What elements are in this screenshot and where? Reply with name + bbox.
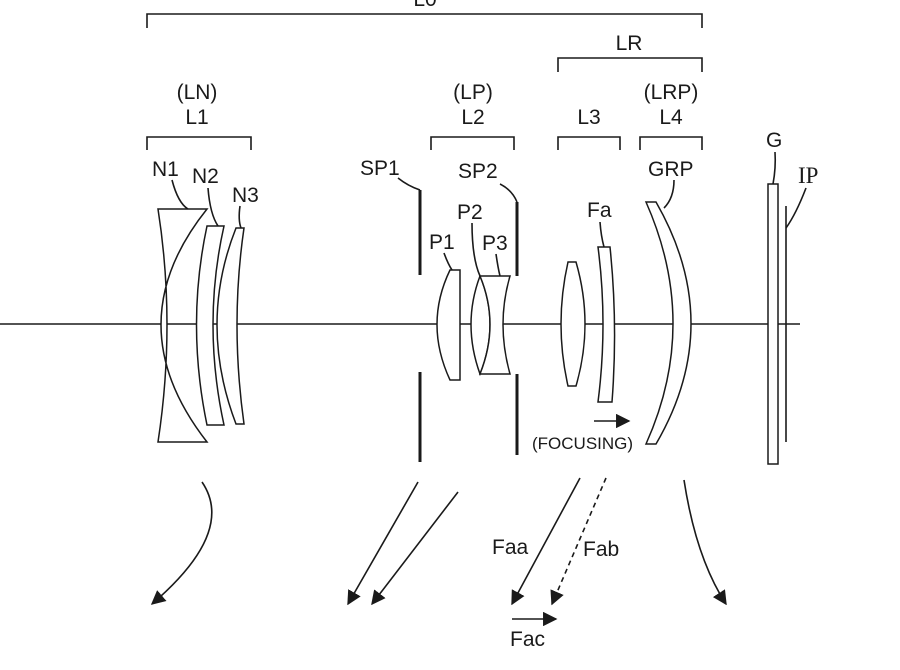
label-p2: P2 (457, 201, 483, 224)
bracket-lr (557, 57, 703, 72)
lens-n1 (157, 208, 209, 443)
label-p1: P1 (429, 231, 455, 254)
label-l3: L3 (577, 106, 600, 129)
label-l0: L0 (413, 0, 436, 11)
label-l4: L4 (659, 106, 683, 129)
lens-n3 (216, 227, 245, 425)
leader-g (772, 151, 777, 185)
label-g: G (766, 129, 782, 152)
label-sp2: SP2 (458, 160, 498, 183)
movement-arrow-l2 (371, 491, 459, 606)
leader-n2 (207, 187, 219, 227)
bracket-l0 (146, 13, 703, 28)
lens-grp (644, 201, 692, 445)
lens-l3 (560, 261, 586, 387)
movement-arrow-l1 (150, 481, 213, 605)
label-lp: (LP) (453, 81, 493, 104)
label-faa: Faa (492, 536, 529, 559)
label-fa: Fa (587, 199, 612, 222)
label-l1: L1 (185, 106, 208, 129)
leader-p2 (471, 222, 481, 277)
label-sp1: SP1 (360, 157, 400, 180)
leader-grp (663, 179, 675, 209)
lens-fa (597, 246, 616, 403)
leader-p3 (495, 253, 501, 277)
label-n3: N3 (232, 184, 259, 207)
leader-ip (785, 187, 807, 229)
label-n2: N2 (192, 165, 219, 188)
bracket-l1 (146, 136, 252, 150)
lens-n2 (195, 225, 225, 426)
leader-fa (599, 221, 605, 248)
leader-sp1 (397, 177, 421, 191)
movement-arrow-l4 (683, 479, 727, 606)
label-focusing: (FOCUSING) (532, 434, 633, 453)
leader-n1 (171, 179, 189, 210)
label-lr: LR (616, 32, 643, 55)
label-lrp: (LRP) (644, 81, 699, 104)
leader-n3 (238, 205, 242, 229)
label-fac: Fac (510, 628, 545, 651)
lens-p3 (478, 275, 511, 375)
movement-arrow-fab (550, 477, 607, 606)
label-ip: IP (798, 163, 818, 188)
bracket-l4 (639, 136, 703, 150)
label-p3: P3 (482, 232, 508, 255)
bracket-l2 (430, 136, 515, 150)
cover-glass-g (767, 183, 779, 465)
bracket-l3 (557, 136, 621, 150)
leader-p1 (443, 252, 453, 271)
movement-arrow-sp1 (347, 481, 419, 606)
label-fab: Fab (583, 538, 619, 561)
movement-arrow-faa (511, 477, 581, 606)
label-l2: L2 (461, 106, 484, 129)
label-grp: GRP (648, 158, 694, 181)
label-ln: (LN) (177, 81, 218, 104)
leader-sp2 (499, 183, 518, 203)
label-n1: N1 (152, 158, 179, 181)
lens-p1 (436, 269, 461, 381)
